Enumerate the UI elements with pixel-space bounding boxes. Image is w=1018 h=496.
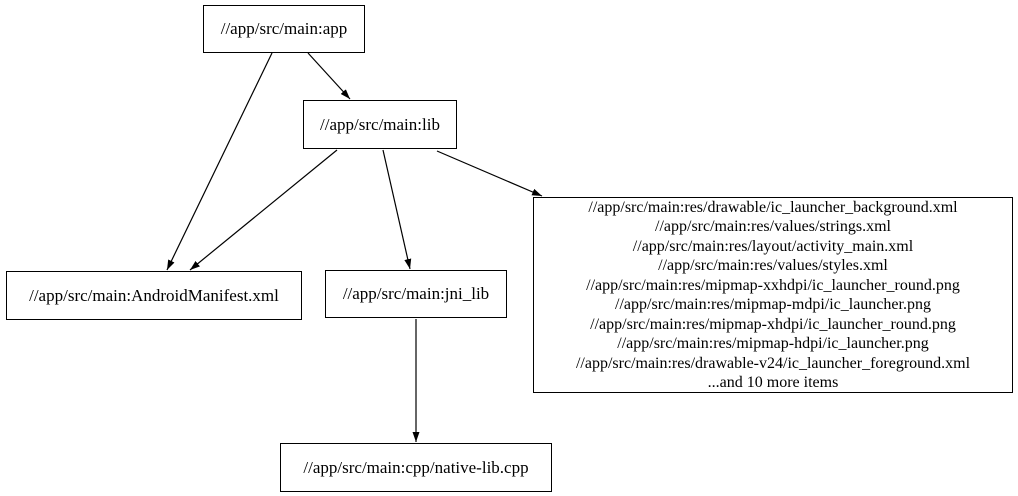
graph-node-jni-lib: //app/src/main:jni_lib [325, 270, 507, 318]
edge-lib-to-jni-lib [382, 149, 412, 270]
resource-more-items: ...and 10 more items [707, 374, 839, 391]
graph-node-lib-label: //app/src/main:lib [320, 114, 440, 134]
graph-node-resources: //app/src/main:res/drawable/ic_launcher_… [533, 197, 1013, 393]
edge-lib-to-resources [436, 150, 543, 197]
graph-node-app: //app/src/main:app [203, 5, 365, 53]
resource-item: //app/src/main:res/layout/activity_main.… [632, 237, 914, 255]
resource-item: //app/src/main:res/values/styles.xml [658, 257, 888, 274]
resource-item: //app/src/main:res/mipmap-xhdpi/ic_launc… [590, 315, 956, 333]
edge-app-to-lib [307, 52, 351, 100]
resource-item: //app/src/main:res/mipmap-xxhdpi/ic_laun… [586, 276, 960, 294]
graph-node-lib: //app/src/main:lib [303, 100, 457, 149]
resource-item: //app/src/main:res/drawable-v24/ic_launc… [575, 354, 971, 372]
edge-lib-to-manifest [189, 149, 338, 271]
resource-item: //app/src/main:res/mipmap-mdpi/ic_launch… [615, 296, 931, 313]
graph-node-native-lib-cpp-label: //app/src/main:cpp/native-lib.cpp [303, 457, 529, 477]
resource-item: //app/src/main:res/drawable/ic_launcher_… [588, 198, 958, 216]
resource-item: //app/src/main:res/mipmap-hdpi/ic_launch… [617, 335, 929, 352]
edge-app-to-manifest [166, 52, 273, 271]
graph-node-jni-lib-label: //app/src/main:jni_lib [342, 284, 490, 304]
graph-node-app-label: //app/src/main:app [220, 19, 348, 39]
graph-node-native-lib-cpp: //app/src/main:cpp/native-lib.cpp [280, 443, 552, 492]
graph-node-android-manifest-label: //app/src/main:AndroidManifest.xml [29, 285, 279, 305]
graph-node-android-manifest: //app/src/main:AndroidManifest.xml [6, 271, 302, 320]
resource-item: //app/src/main:res/values/strings.xml [655, 218, 891, 235]
